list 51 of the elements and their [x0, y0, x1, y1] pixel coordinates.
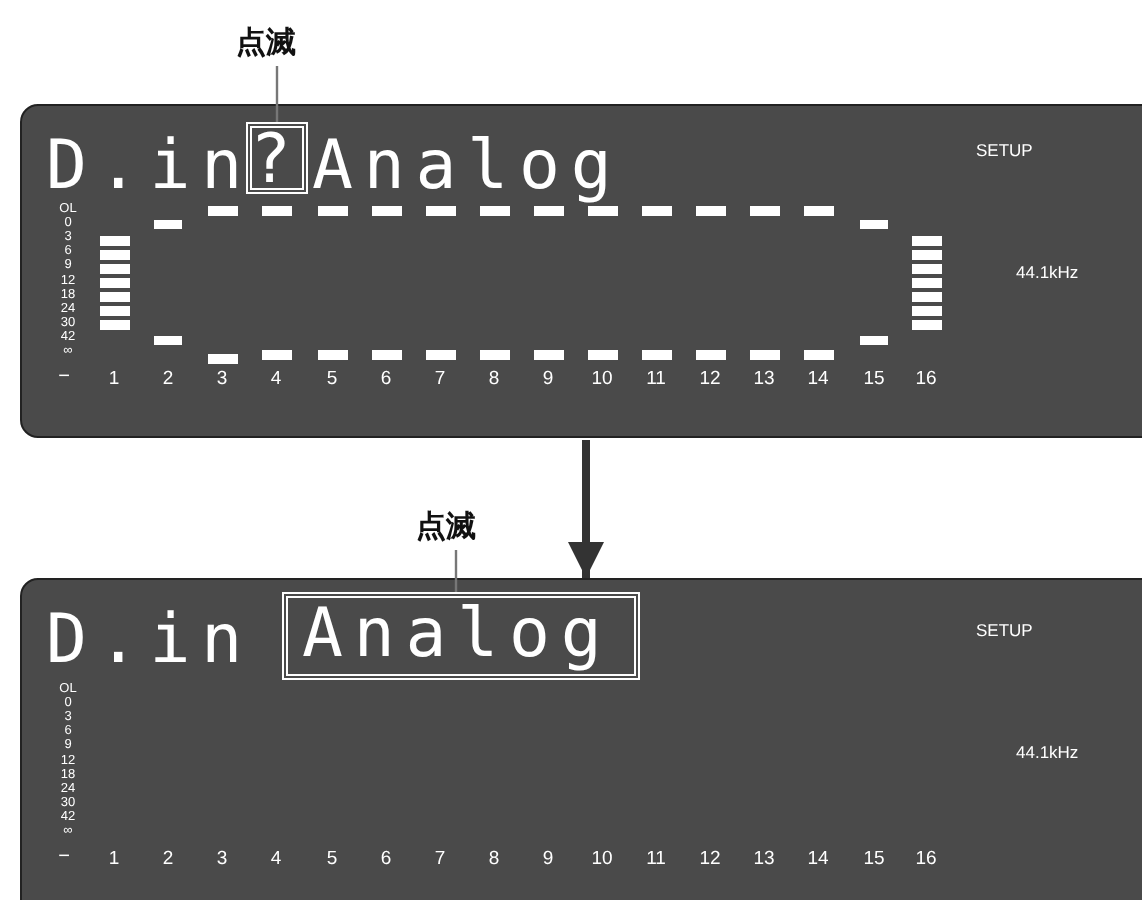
channel-number: 8	[486, 370, 502, 389]
channel-number: 12	[697, 850, 723, 869]
channel-number: 7	[432, 370, 448, 389]
leader-line	[454, 550, 458, 592]
channel-number: 5	[324, 370, 340, 389]
channel-label: −	[56, 848, 72, 868]
channel-number: 1	[106, 850, 122, 869]
channel-number: 7	[432, 850, 448, 869]
channel-number: 16	[913, 370, 939, 389]
channel-number: 10	[589, 850, 615, 869]
channel-number: 14	[805, 370, 831, 389]
channel-number: 4	[268, 850, 284, 869]
channel-number: 5	[324, 850, 340, 869]
channel-number: 2	[160, 850, 176, 869]
lcd-text: ?	[250, 126, 302, 194]
callout-label: 点滅	[416, 512, 496, 548]
lcd-text: Analog	[302, 600, 613, 668]
channel-number: 8	[486, 850, 502, 869]
lcd-text: D.in	[46, 606, 253, 674]
channel-number: 16	[913, 850, 939, 869]
channel-number: 11	[644, 370, 668, 389]
channel-number: 1	[106, 370, 122, 389]
lcd-text: Analog	[312, 132, 623, 200]
mode-label: SETUP	[976, 622, 1033, 639]
channel-number: 10	[589, 370, 615, 389]
highlight-frame	[282, 592, 640, 680]
mode-label: SETUP	[976, 142, 1033, 159]
channel-number: 15	[861, 370, 887, 389]
lcd-display-panel	[20, 104, 1142, 438]
channel-number: 2	[160, 370, 176, 389]
channel-number: 9	[540, 850, 556, 869]
channel-number: 14	[805, 850, 831, 869]
lcd-display-panel	[20, 578, 1142, 900]
sample-rate-label: 44.1kHz	[1016, 744, 1079, 761]
channel-number: 3	[214, 370, 230, 389]
channel-number: 4	[268, 370, 284, 389]
channel-number: 15	[861, 850, 887, 869]
callout-label: 点滅	[236, 28, 316, 64]
channel-number: 9	[540, 370, 556, 389]
arrow	[568, 440, 604, 578]
sample-rate-label: 44.1kHz	[1016, 264, 1079, 281]
channel-number: 6	[378, 850, 394, 869]
channel-number: 13	[751, 370, 777, 389]
lcd-text: D.in	[46, 132, 253, 200]
channel-label: −	[56, 368, 72, 388]
leader-line	[275, 66, 279, 122]
channel-number: 3	[214, 850, 230, 869]
channel-number: 6	[378, 370, 394, 389]
channel-number: 12	[697, 370, 723, 389]
channel-number: 13	[751, 850, 777, 869]
channel-number: 11	[644, 850, 668, 869]
